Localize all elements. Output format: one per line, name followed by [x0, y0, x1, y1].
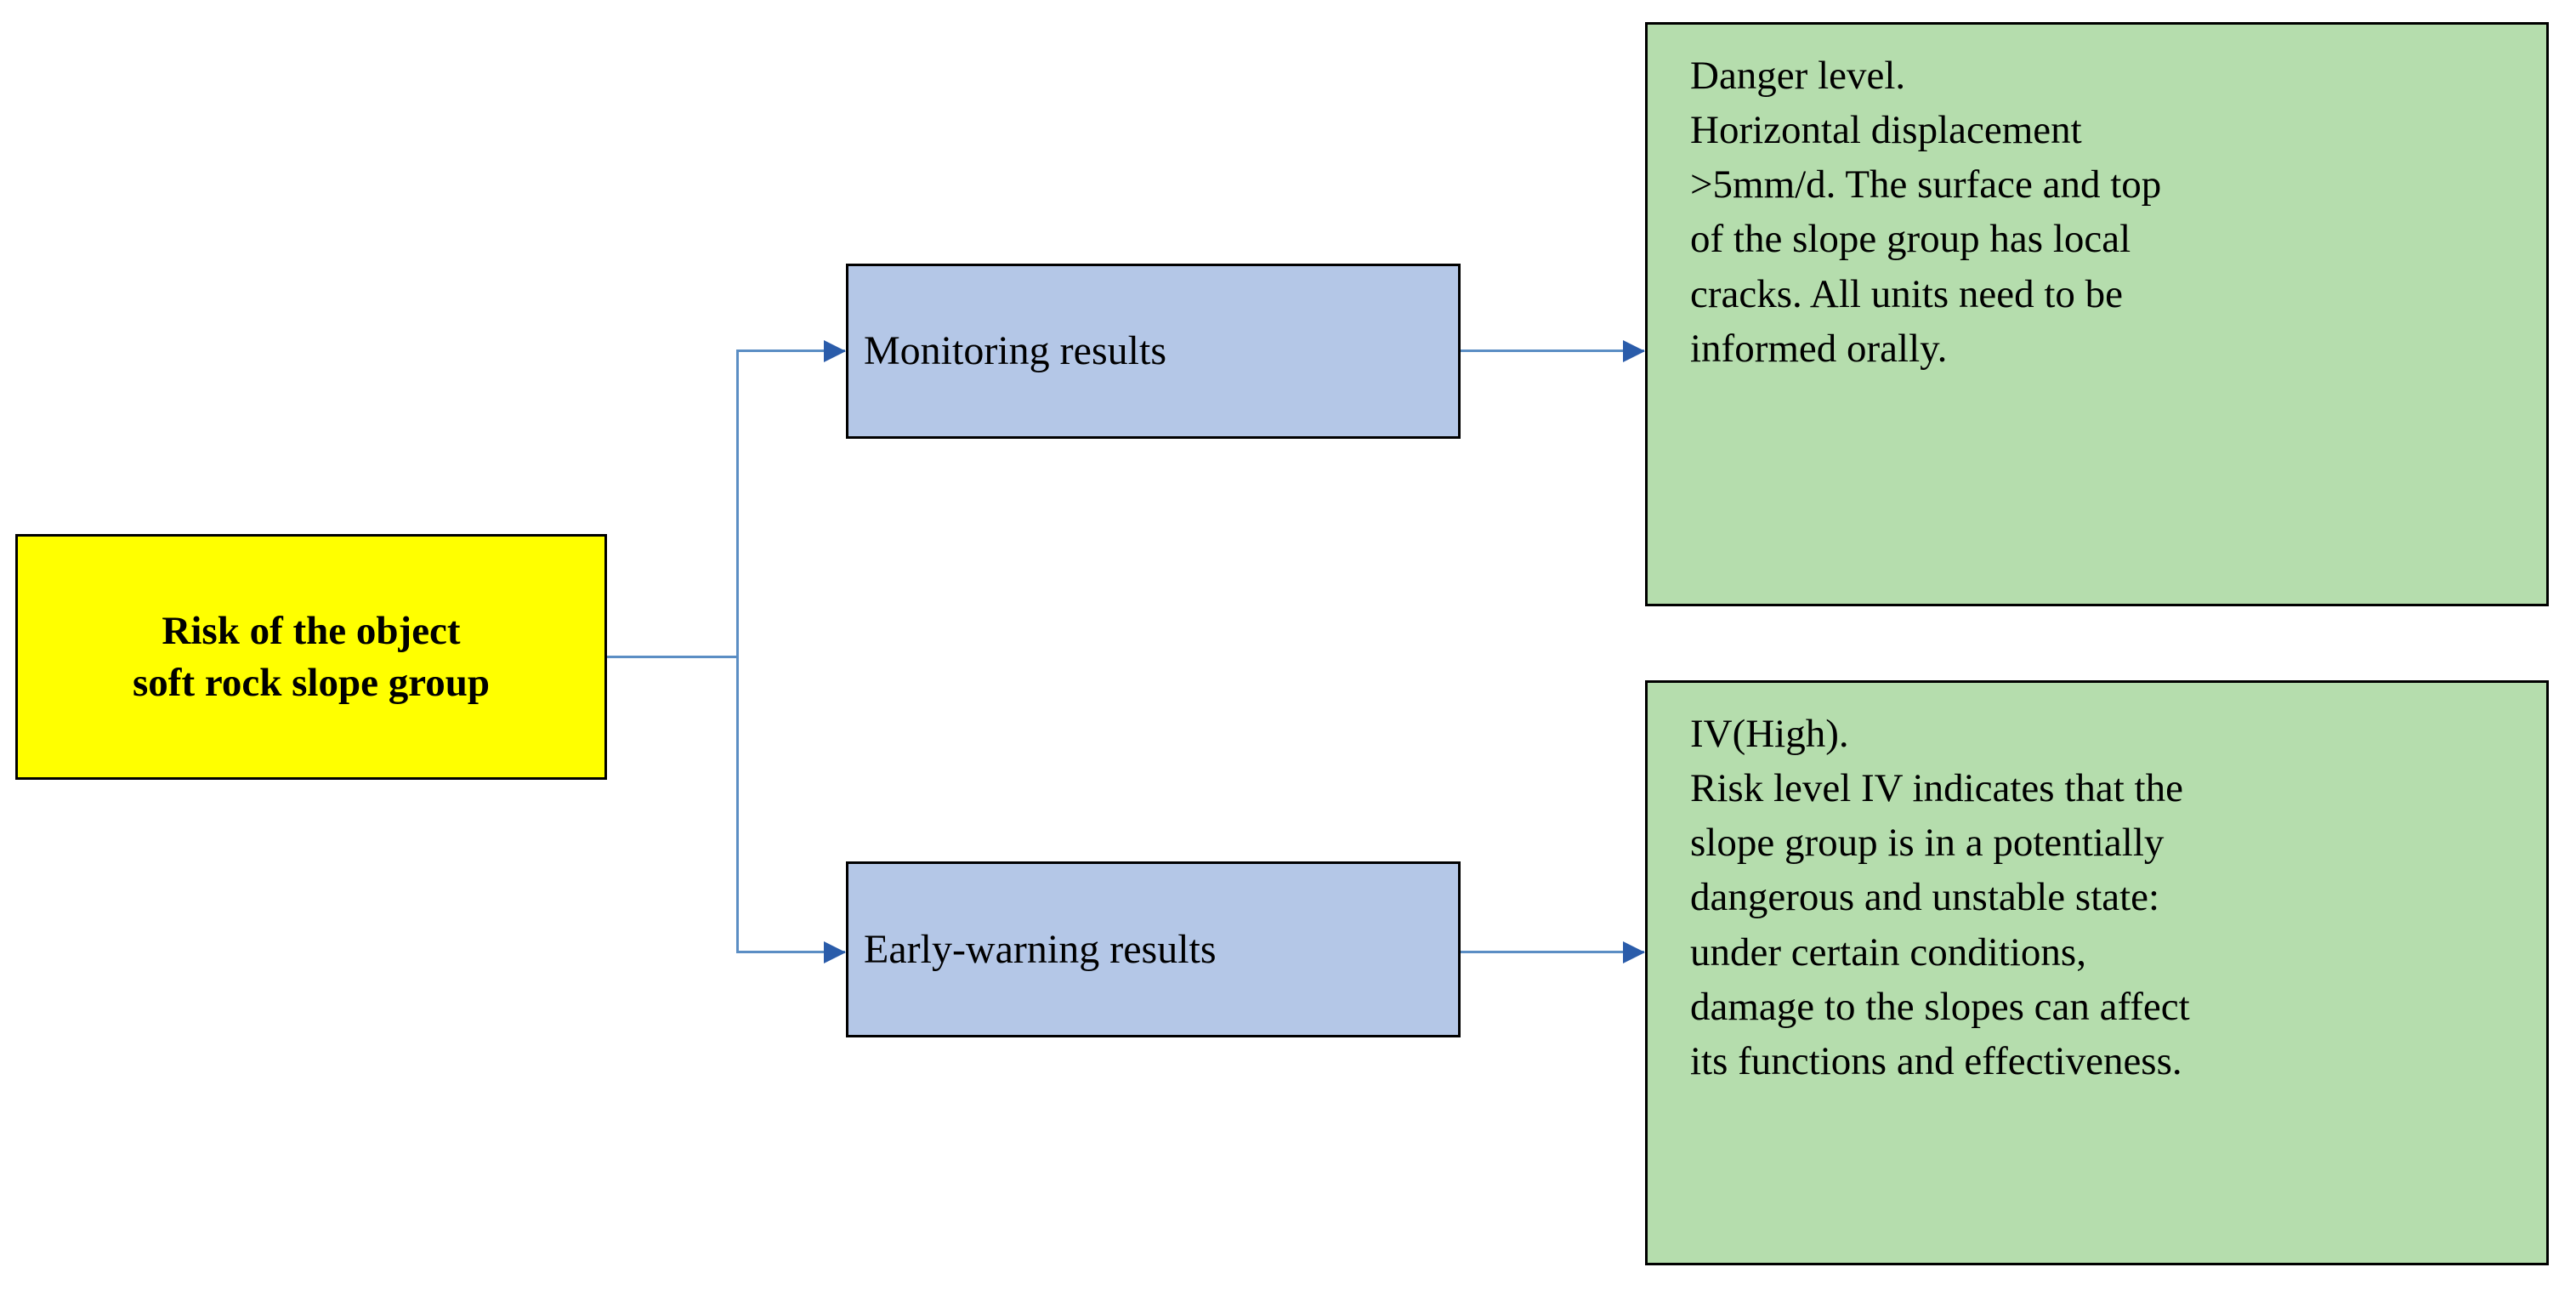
connector-root-stem — [607, 656, 739, 658]
node-early-warning-detail[interactable]: IV(High). Risk level IV indicates that t… — [1645, 680, 2549, 1265]
node-risk-object[interactable]: Risk of the object soft rock slope group — [15, 534, 607, 780]
connector-monitoring-to-detail — [1461, 349, 1644, 352]
connector-to-monitoring — [736, 349, 845, 352]
node-monitoring-detail[interactable]: Danger level. Horizontal displacement >5… — [1645, 22, 2549, 606]
node-monitoring-detail-label: Danger level. Horizontal displacement >5… — [1690, 54, 2162, 371]
connector-vertical-spine — [736, 349, 739, 953]
node-risk-object-label: Risk of the object soft rock slope group — [133, 609, 490, 705]
arrowhead-early-warning-detail-icon — [1623, 941, 1645, 963]
connector-early-warning-to-detail — [1461, 951, 1644, 953]
arrowhead-to-monitoring-icon — [824, 340, 846, 362]
node-monitoring-results[interactable]: Monitoring results — [846, 264, 1461, 439]
node-early-warning-results-label: Early-warning results — [864, 926, 1217, 972]
node-early-warning-detail-label: IV(High). Risk level IV indicates that t… — [1690, 712, 2190, 1083]
node-early-warning-results[interactable]: Early-warning results — [846, 861, 1461, 1037]
arrowhead-to-early-warning-icon — [824, 941, 846, 963]
arrowhead-monitoring-detail-icon — [1623, 340, 1645, 362]
node-monitoring-results-label: Monitoring results — [864, 328, 1166, 374]
connector-to-early-warning — [736, 951, 845, 953]
